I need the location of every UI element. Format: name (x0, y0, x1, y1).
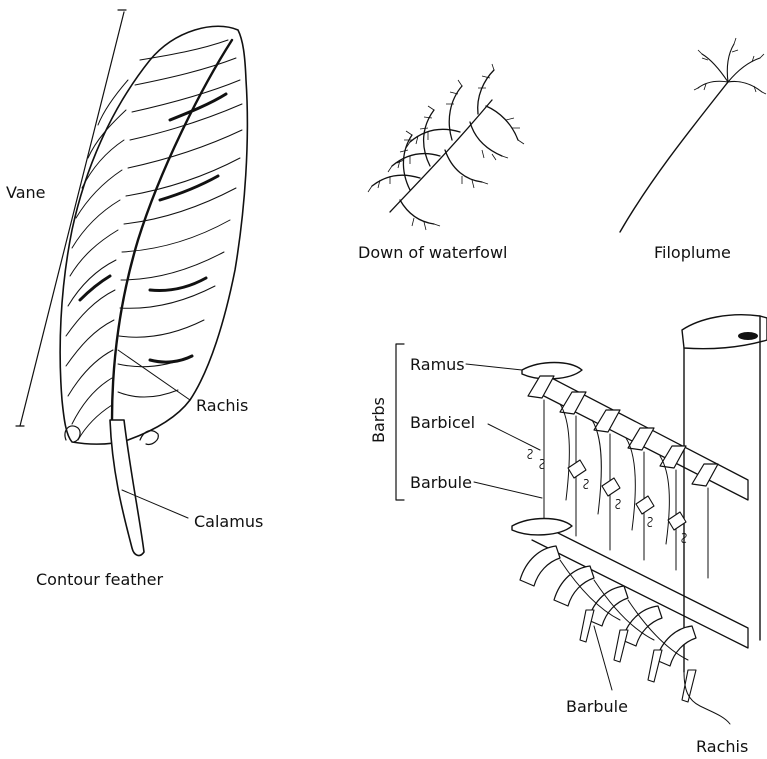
down-feather-fluff (368, 64, 524, 230)
lower-barbules (520, 546, 696, 702)
rachis-block-top (682, 315, 767, 349)
label-calamus: Calamus (194, 512, 263, 531)
label-contour-feather: Contour feather (36, 570, 164, 589)
contour-feather-illustration (60, 26, 247, 555)
barbule-upper-leader-line (474, 482, 542, 498)
label-barbs: Barbs (369, 397, 388, 443)
barbicel-leader-line (488, 424, 540, 450)
label-rachis-feather: Rachis (196, 396, 248, 415)
label-barbule-upper: Barbule (410, 473, 472, 492)
label-rachis-detail: Rachis (696, 737, 748, 756)
barbs-bracket (396, 344, 404, 500)
label-vane: Vane (6, 183, 46, 202)
label-down-of-waterfowl: Down of waterfowl (358, 243, 507, 262)
rachis-pith (738, 332, 758, 340)
down-feather-illustration (372, 70, 518, 224)
label-barbicel: Barbicel (410, 413, 475, 432)
barbule-lower-leader-line (594, 626, 612, 690)
label-filoplume: Filoplume (654, 243, 731, 262)
label-barbule-lower: Barbule (566, 697, 628, 716)
filoplume-illustration (620, 38, 766, 232)
calamus-shaft (110, 420, 144, 555)
barb-structure-illustration (512, 315, 767, 702)
label-ramus: Ramus (410, 355, 465, 374)
ramus-leader-line (466, 364, 522, 370)
